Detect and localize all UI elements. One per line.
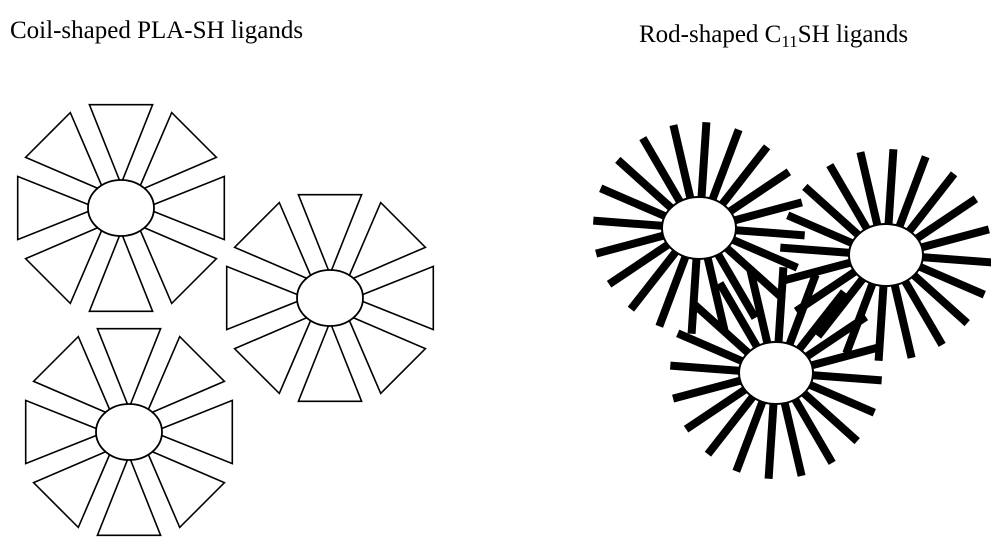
rod-ligand bbox=[779, 267, 784, 342]
coil-ligand-petal bbox=[34, 337, 112, 415]
coil-ligand-petal bbox=[298, 195, 361, 274]
coil-ligand-petal bbox=[26, 400, 105, 463]
coil-ligand-petal bbox=[18, 176, 97, 239]
coil-ligand-petal bbox=[347, 315, 425, 393]
coil-ligand-petal bbox=[89, 105, 152, 184]
rod-ligand bbox=[812, 375, 882, 380]
coil-ligand-petal bbox=[298, 322, 361, 401]
rod-ligand bbox=[702, 122, 707, 197]
coil-ligand-petal bbox=[146, 337, 224, 415]
coil-ligand-petal bbox=[97, 329, 160, 408]
coil-ligand-petal bbox=[235, 315, 313, 393]
rod-ligand bbox=[670, 366, 740, 371]
coil-particle bbox=[18, 105, 225, 312]
coil-ligand-petal bbox=[153, 400, 232, 463]
coil-ligand-petal bbox=[26, 225, 104, 303]
coil-ligand-petal bbox=[34, 449, 112, 527]
rod-ligand bbox=[780, 248, 850, 253]
rod-ligand bbox=[735, 230, 805, 235]
coil-ligand-petal bbox=[146, 449, 224, 527]
rod-ligand bbox=[922, 257, 991, 262]
rod-ligand bbox=[692, 259, 697, 334]
rod-ligand bbox=[889, 149, 894, 224]
rod-particle bbox=[593, 122, 804, 333]
coil-ligand-petal bbox=[89, 232, 152, 311]
coil-ligand-petal bbox=[227, 266, 306, 329]
coil-shaped-particles bbox=[18, 105, 434, 536]
rod-ligand bbox=[593, 221, 663, 226]
coil-ligand-petal bbox=[354, 266, 433, 329]
rod-ligand bbox=[769, 404, 774, 479]
coil-ligand-petal bbox=[138, 225, 216, 303]
coil-ligand-petal bbox=[347, 203, 425, 281]
coil-ligand-petal bbox=[26, 113, 104, 191]
coil-particle bbox=[26, 329, 233, 536]
rod-particle-core bbox=[739, 342, 813, 404]
coil-particle-core bbox=[297, 270, 363, 326]
coil-ligand-petal bbox=[235, 203, 313, 281]
coil-particle-core bbox=[88, 180, 154, 236]
coil-ligand-petal bbox=[145, 176, 224, 239]
rod-particle-core bbox=[662, 197, 736, 259]
coil-ligand-petal bbox=[97, 456, 160, 535]
coil-particle bbox=[227, 195, 434, 402]
rod-particle-core bbox=[849, 224, 923, 286]
rod-shaped-particles bbox=[593, 122, 991, 478]
coil-particle-core bbox=[96, 404, 162, 460]
coil-ligand-petal bbox=[138, 113, 216, 191]
